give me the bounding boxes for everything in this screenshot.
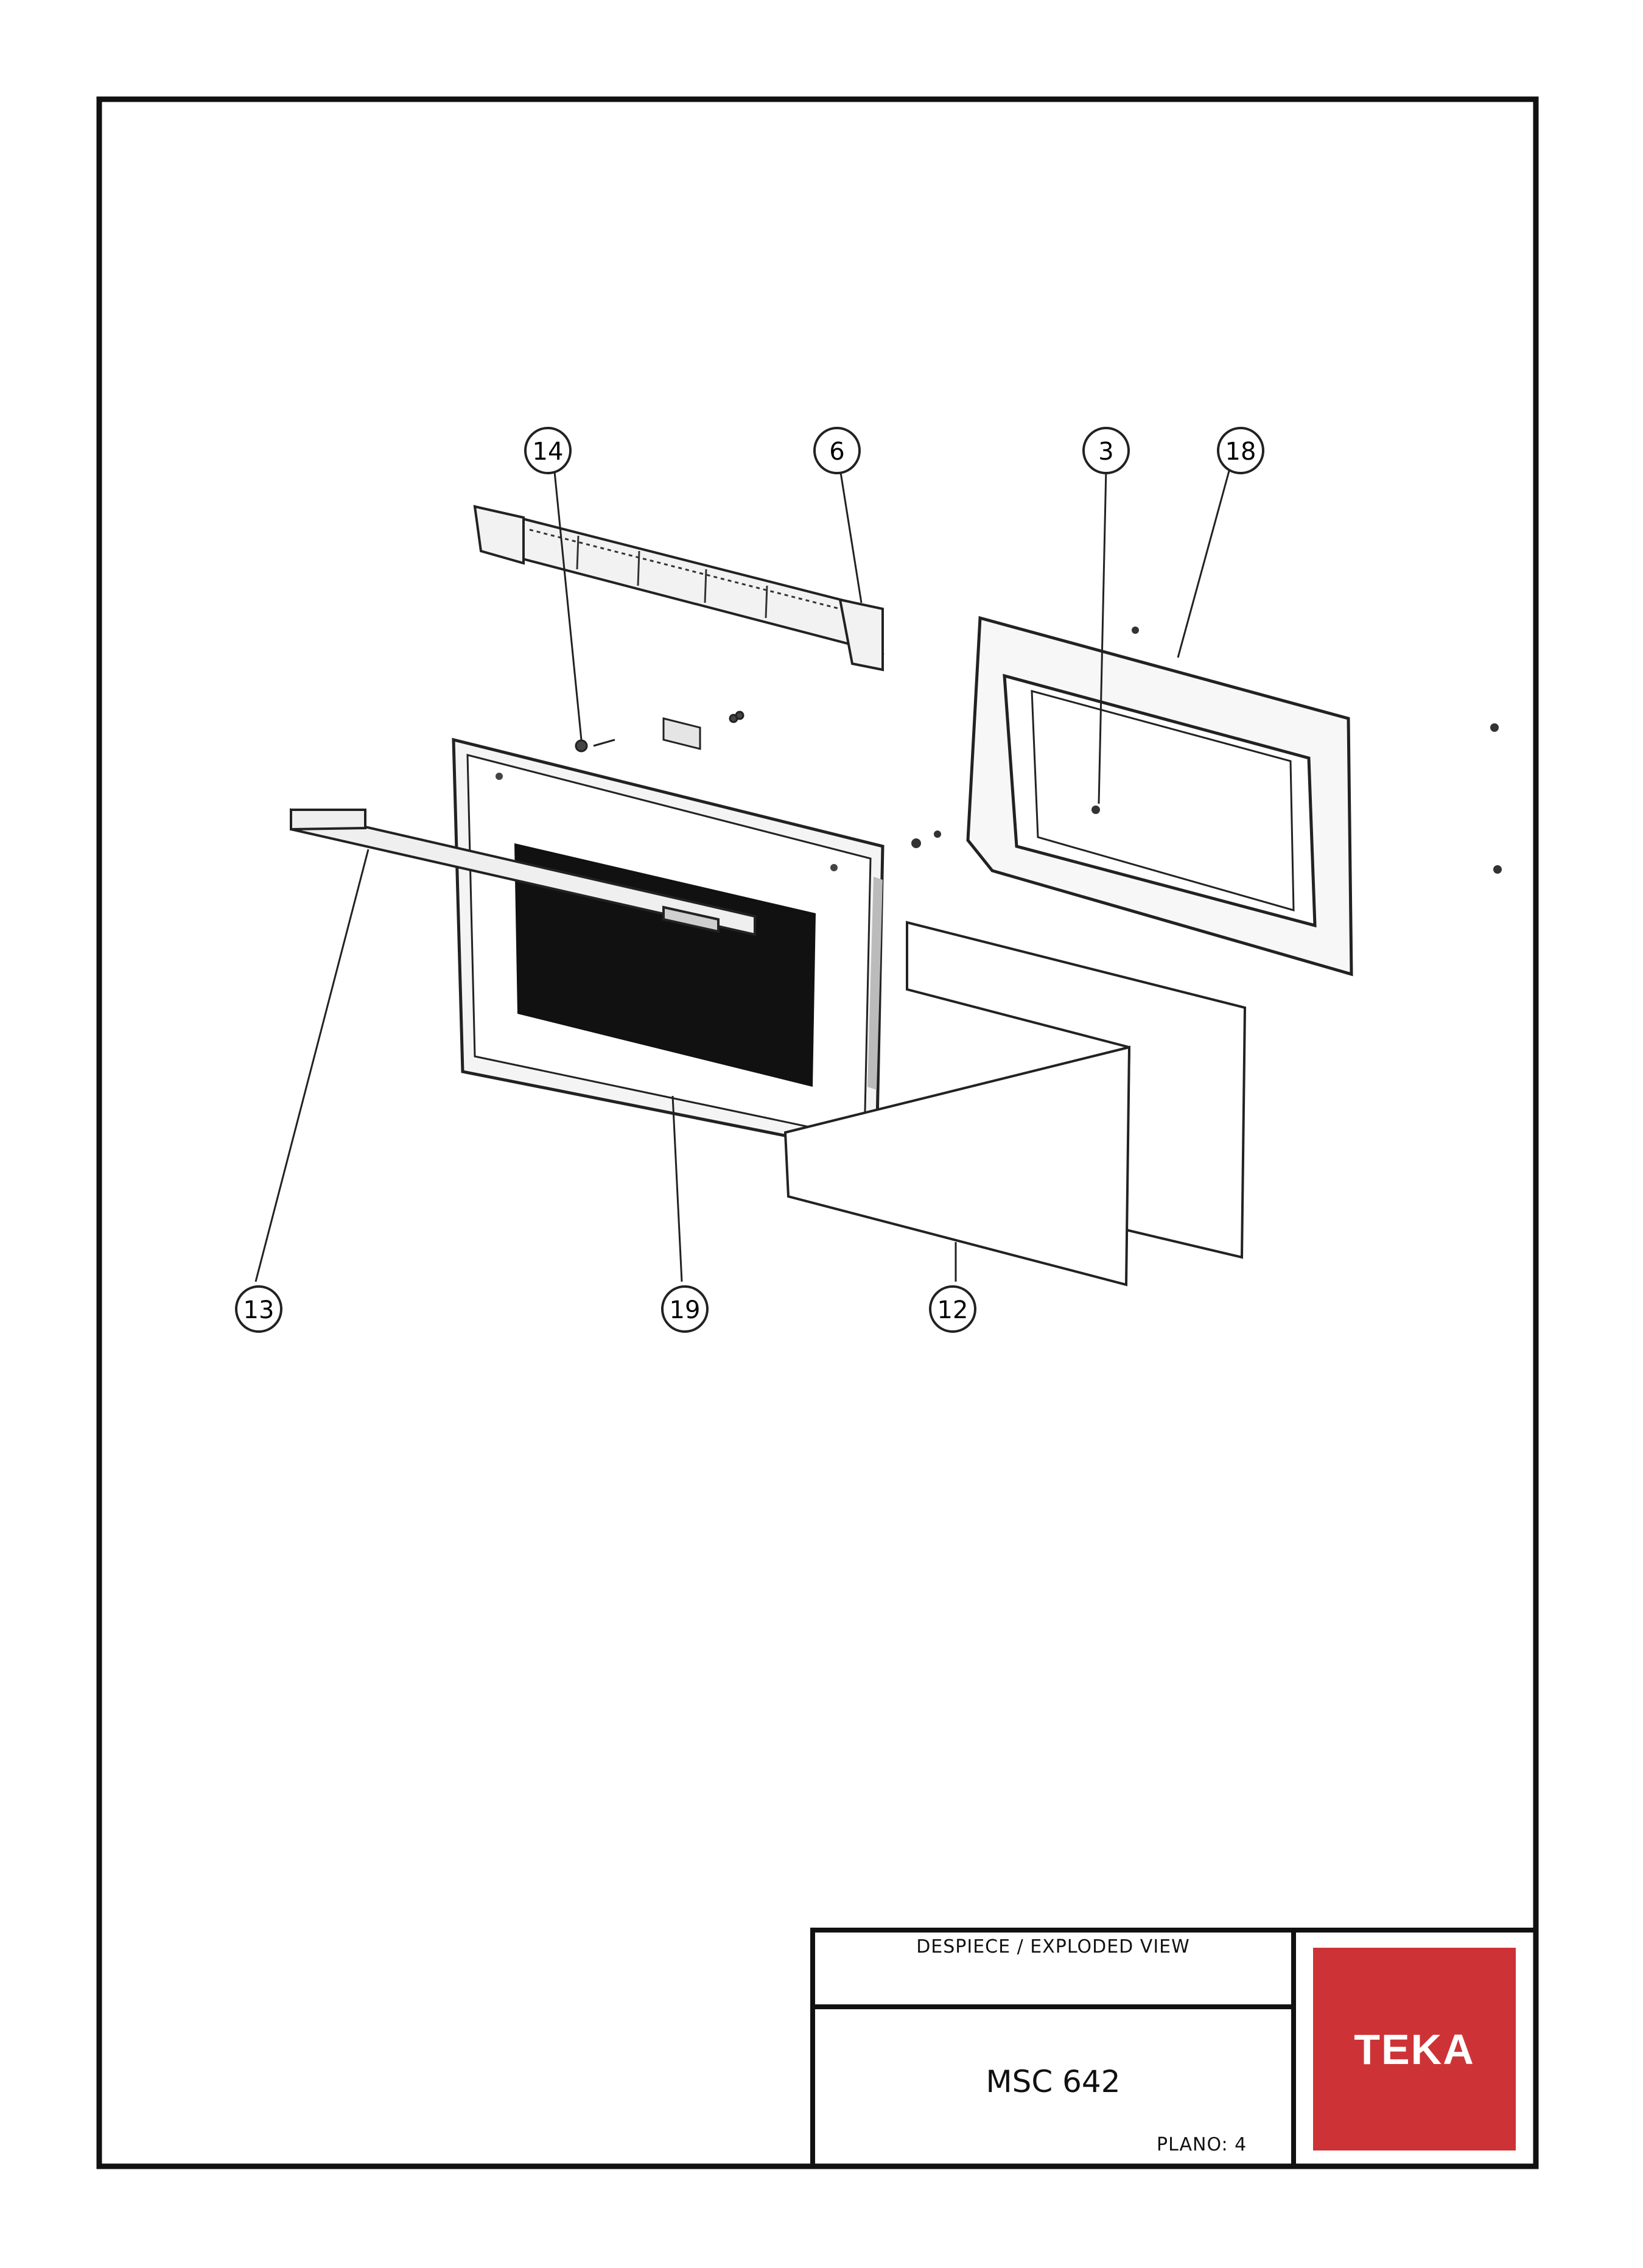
hinge-bracket [575,711,744,753]
svg-text:13: 13 [243,1296,275,1324]
part-outer-glass [452,737,885,1156]
brand-logo-wordmark: TEKA [1354,2025,1475,2073]
callout-3: 3 [1082,427,1130,474]
callout-18: 18 [1217,427,1264,474]
svg-text:12: 12 [937,1296,969,1324]
brand-logo: TEKA [1313,1948,1516,2150]
svg-text:19: 19 [670,1296,701,1324]
callout-6: 6 [813,427,861,474]
callout-12: 12 [929,1285,976,1333]
svg-text:6: 6 [829,438,844,466]
callout-13: 13 [235,1285,282,1333]
title-block-frame [810,1928,1538,2169]
drawing-title: DESPIECE / EXPLODED VIEW [916,1936,1190,1957]
model-number: MSC 642 [986,2064,1121,2099]
svg-text:18: 18 [1225,438,1256,466]
sheet-number: PLANO: 4 [1157,2134,1247,2155]
part-inner-glasses [783,921,1247,1287]
leader-lines [254,465,1231,1282]
callout-14: 14 [524,427,572,474]
svg-text:3: 3 [1098,438,1113,466]
part-handle [290,808,756,936]
frame-fasteners [911,627,1502,874]
callout-19: 19 [661,1285,709,1333]
svg-text:14: 14 [533,438,564,466]
part-upper-profile [473,505,885,672]
part-inner-frame [966,616,1353,977]
